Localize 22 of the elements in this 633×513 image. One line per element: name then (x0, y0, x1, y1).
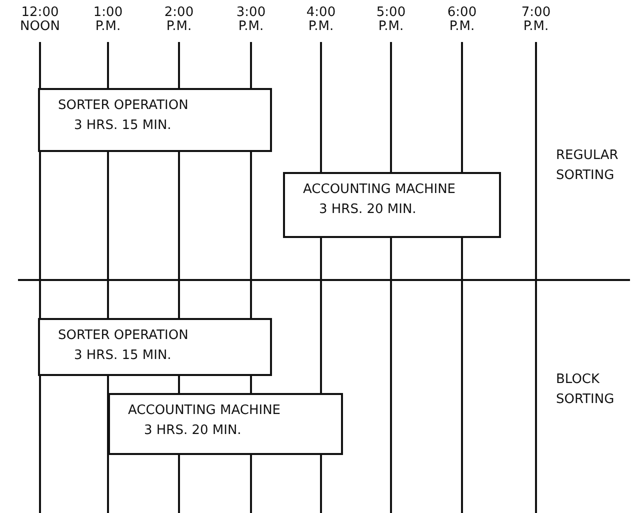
task-title: ACCOUNTING MACHINE (303, 181, 457, 199)
time-label: 12:00 NOON (19, 6, 61, 34)
task-title: ACCOUNTING MACHINE (128, 402, 282, 420)
task-box (38, 318, 272, 376)
task-title: SORTER OPERATION (58, 327, 190, 345)
time-label: 2:00 P.M. (163, 6, 195, 34)
duration-text: 3 HRS. 20 MIN. (318, 201, 418, 219)
task-title: SORTER OPERATION (58, 97, 190, 115)
task-box (38, 88, 272, 152)
time-label: 7:00 P.M. (520, 6, 552, 34)
duration-text: 3 HRS. 15 MIN. (73, 117, 172, 135)
duration-text: 3 HRS. 20 MIN. (143, 422, 242, 440)
time-label: 1:00 P.M. (92, 6, 124, 34)
task-box (108, 393, 343, 455)
time-label: 3:00 P.M. (235, 6, 267, 34)
time-label: 5:00 P.M. (375, 6, 407, 34)
time-label: 4:00 P.M. (305, 6, 337, 34)
row-label: REGULAR SORTING (556, 147, 620, 185)
time-label: 6:00 P.M. (446, 6, 478, 34)
task-box (283, 172, 501, 238)
row-label: BLOCK SORTING (556, 371, 616, 409)
duration-text: 3 HRS. 15 MIN. (73, 347, 172, 365)
